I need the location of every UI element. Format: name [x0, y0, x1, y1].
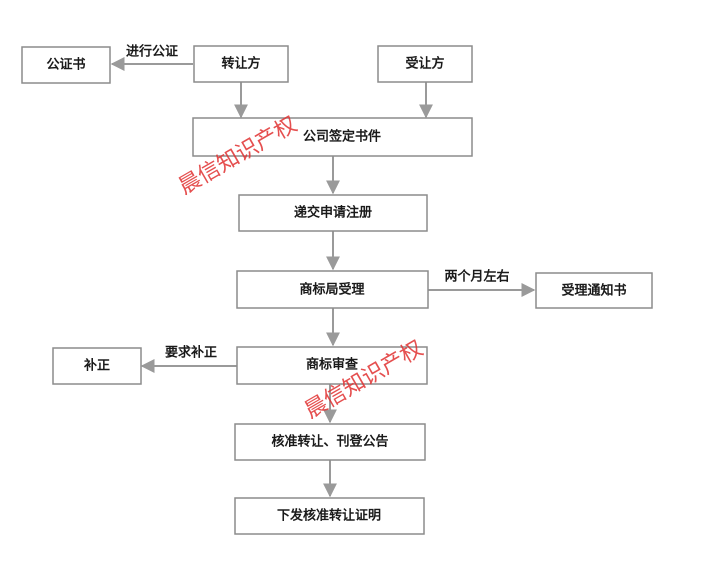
node-approve-publish: 核准转让、刊登公告 [234, 423, 426, 461]
node-label-review: 商标审查 [306, 357, 359, 373]
edge-label-require-correction: 要求补正 [165, 345, 217, 361]
node-accept-notice: 受理通知书 [535, 272, 653, 309]
node-label-submit-registration: 递交申请注册 [294, 205, 372, 221]
node-label-approve-publish: 核准转让、刊登公告 [271, 434, 388, 450]
node-label-accept: 商标局受理 [299, 282, 364, 298]
node-submit-registration: 递交申请注册 [238, 194, 428, 232]
node-issue-certificate: 下发核准转让证明 [234, 497, 425, 535]
edges: 进行公证 两个月左右 要求补正 [110, 44, 536, 498]
node-label-accept-notice: 受理通知书 [561, 283, 626, 299]
node-label-correction: 补正 [83, 358, 110, 374]
node-accept: 商标局受理 [236, 270, 429, 309]
node-correction: 补正 [52, 347, 142, 385]
edge-label-notarize: 进行公证 [126, 44, 178, 60]
node-transferee: 受让方 [377, 45, 473, 83]
node-label-sign-docs: 公司签定书件 [303, 129, 381, 145]
node-label-notary: 公证书 [46, 57, 85, 73]
node-label-transferor: 转让方 [221, 56, 260, 72]
edge-label-two-months: 两个月左右 [444, 269, 509, 285]
node-sign-docs: 公司签定书件 [192, 117, 473, 157]
node-review: 商标审查 [236, 346, 428, 385]
node-transferor: 转让方 [193, 45, 289, 83]
node-label-issue-certificate: 下发核准转让证明 [277, 508, 381, 524]
node-label-transferee: 受让方 [405, 56, 444, 72]
nodes: 公证书 转让方 受让方 公司签定书件 递交申请注册 商标局受理 受理通知书 补 [21, 45, 653, 535]
node-notary: 公证书 [21, 46, 111, 84]
